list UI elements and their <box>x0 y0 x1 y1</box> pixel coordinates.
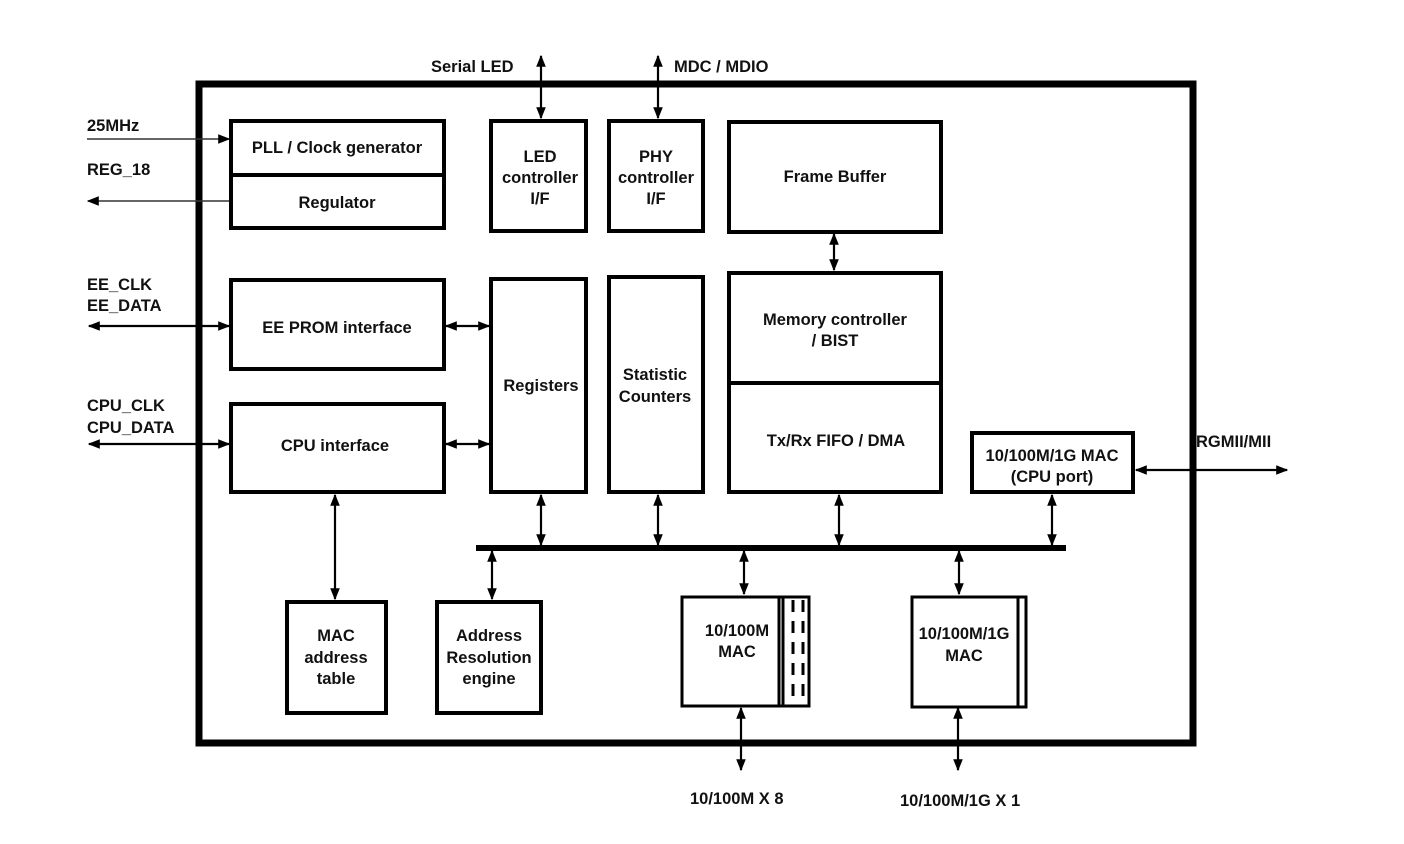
signal-serial-led-label: Serial LED <box>431 58 514 76</box>
cpu-port-mac-label-1: 10/100M/1G MAC <box>986 447 1119 465</box>
signal-fast-ports-label: 10/100M X 8 <box>690 790 784 808</box>
statistic-counters-label-2: Counters <box>619 388 691 406</box>
memory-fifo-block: Memory controller / BIST Tx/Rx FIFO / DM… <box>727 271 943 494</box>
mac-address-table-block: MAC address table <box>285 600 388 715</box>
are-label-1: Address <box>456 627 522 645</box>
pll-label: PLL / Clock generator <box>252 139 423 157</box>
signal-ee-clk-label: EE_CLK <box>87 276 152 294</box>
gig-mac-label-2: MAC <box>945 647 983 665</box>
fast-mac-label-1: 10/100M <box>705 622 769 640</box>
fast-mac-label-2: MAC <box>718 643 756 661</box>
signal-rgmii-label: RGMII/MII <box>1196 433 1271 451</box>
gig-mac-block: 10/100M/1G MAC <box>910 595 1028 709</box>
phy-controller-label-1: PHY <box>639 148 673 166</box>
phy-controller-label-2: controller <box>618 169 695 187</box>
registers-block: Registers <box>489 277 588 494</box>
regulator-label: Regulator <box>298 194 376 212</box>
pll-regulator-block: PLL / Clock generator Regulator <box>229 119 446 230</box>
led-controller-label-1: LED <box>524 148 557 166</box>
mac-table-label-1: MAC <box>317 627 355 645</box>
memory-controller-label-1: Memory controller <box>763 311 908 329</box>
frame-buffer-label: Frame Buffer <box>784 168 887 186</box>
registers-label: Registers <box>503 377 578 395</box>
eeprom-interface-label: EE PROM interface <box>262 319 411 337</box>
led-controller-block: LED controller I/F <box>489 119 588 233</box>
chip-boundary <box>195 80 1197 747</box>
phy-controller-block: PHY controller I/F <box>607 119 705 233</box>
cpu-interface-label: CPU interface <box>281 437 389 455</box>
cpu-port-mac-block: 10/100M/1G MAC (CPU port) <box>970 431 1135 494</box>
signal-ee-data-label: EE_DATA <box>87 297 162 315</box>
statistic-counters-label-1: Statistic <box>623 366 687 384</box>
phy-controller-label-3: I/F <box>646 190 665 208</box>
cpu-port-mac-label-2: (CPU port) <box>1011 468 1093 486</box>
mac-table-label-3: table <box>317 670 356 688</box>
are-label-3: engine <box>462 670 515 688</box>
signal-gig-ports-label: 10/100M/1G X 1 <box>900 792 1020 810</box>
statistic-counters-block: Statistic Counters <box>607 275 705 494</box>
signal-cpu-clk-label: CPU_CLK <box>87 397 165 415</box>
frame-buffer-block: Frame Buffer <box>727 120 943 234</box>
fifo-dma-label: Tx/Rx FIFO / DMA <box>767 432 906 450</box>
mac-table-label-2: address <box>304 649 367 667</box>
signal-25mhz-label: 25MHz <box>87 117 139 135</box>
cpu-interface-block: CPU interface <box>229 402 446 494</box>
gig-mac-label-1: 10/100M/1G <box>919 625 1010 643</box>
led-controller-label-2: controller <box>502 169 579 187</box>
address-resolution-block: Address Resolution engine <box>435 600 543 715</box>
led-controller-label-3: I/F <box>530 190 549 208</box>
memory-controller-label-2: / BIST <box>812 332 859 350</box>
signal-reg18-label: REG_18 <box>87 161 150 179</box>
are-label-2: Resolution <box>446 649 531 667</box>
eeprom-interface-block: EE PROM interface <box>229 278 446 371</box>
signal-mdc-mdio-label: MDC / MDIO <box>674 58 769 76</box>
fast-mac-block: 10/100M MAC <box>680 595 811 708</box>
signal-cpu-data-label: CPU_DATA <box>87 419 174 437</box>
